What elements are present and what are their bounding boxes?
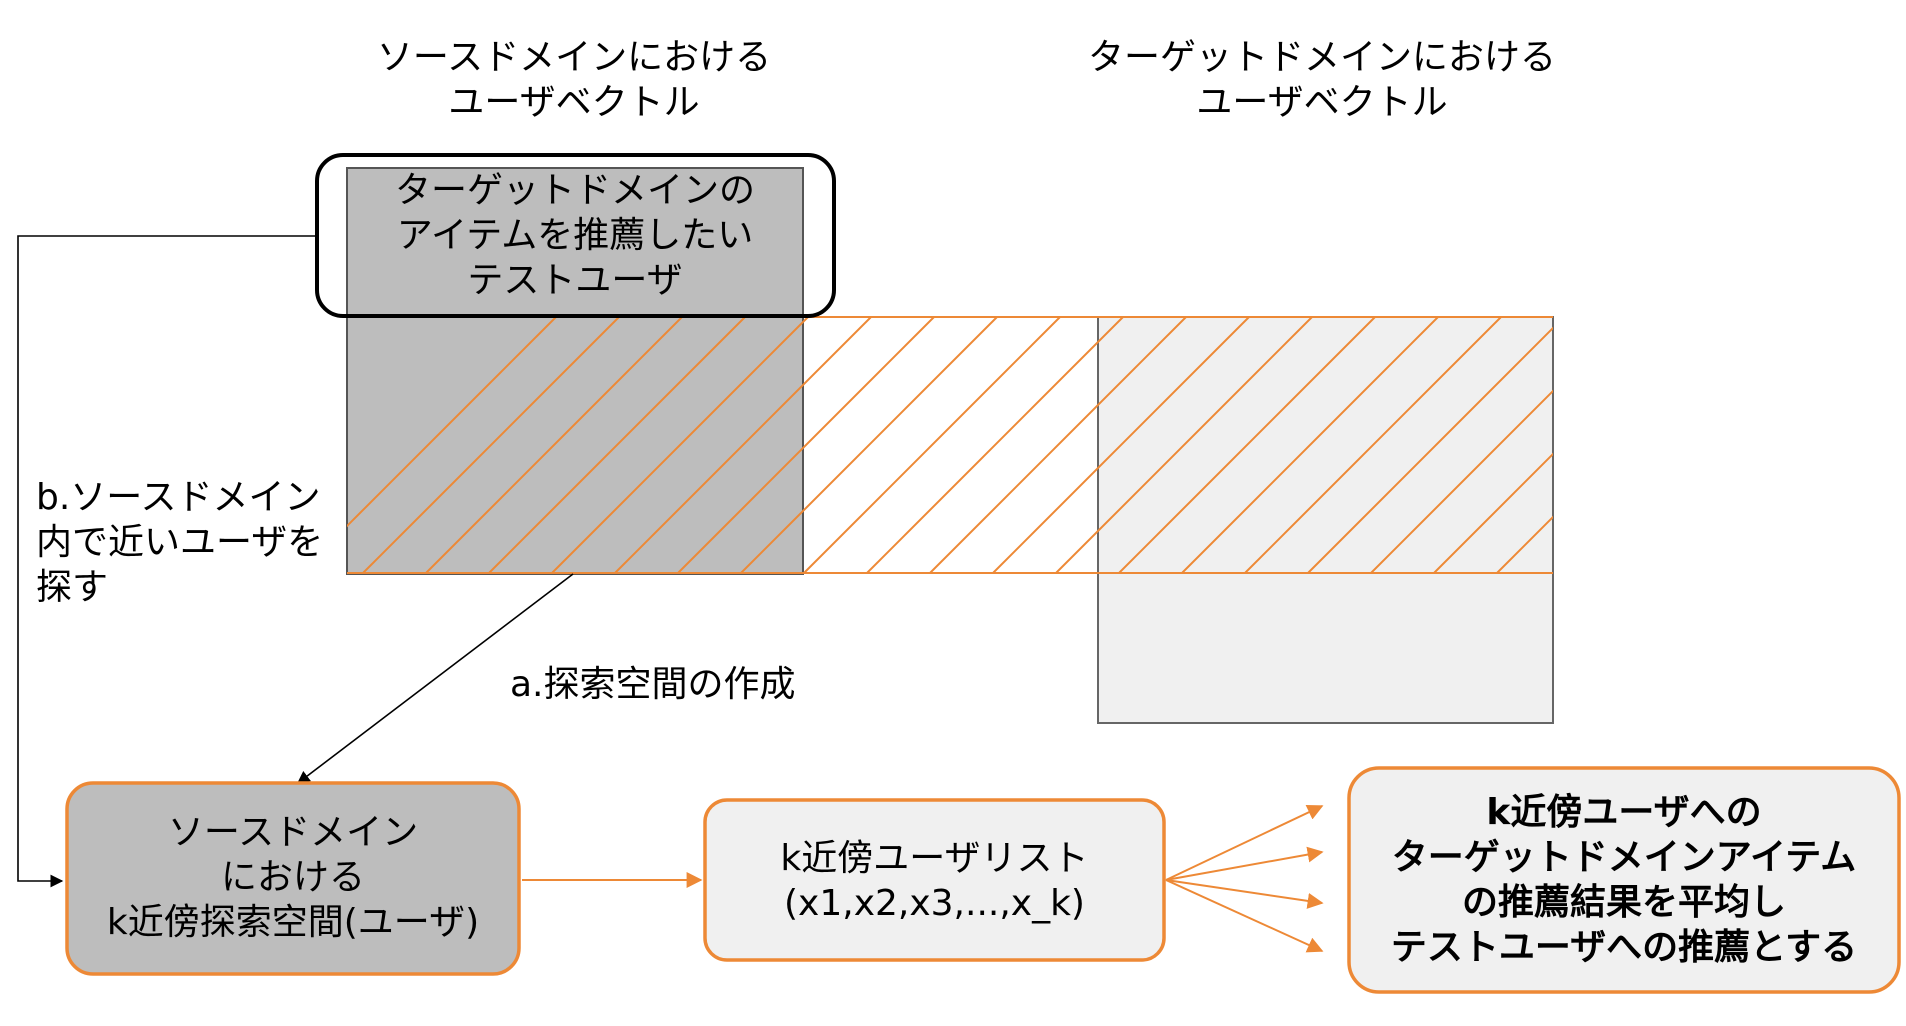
knn-list-label: k近傍ユーザリスト (x1,x2,x3,...,x_k) [705,836,1164,926]
knn-user-list-box [703,798,1166,962]
step-b-line-2: 内で近いユーザを [36,522,324,563]
result-box [1347,766,1901,994]
result-line-4: テストユーザへの推薦とする [1390,927,1858,968]
target-header-line-2: ユーザベクトル [1196,82,1448,123]
step-a-label: a.探索空間の作成 [510,664,796,705]
knn-space-line-3: k近傍探索空間(ユーザ) [106,902,480,943]
target-vector-header: ターゲットドメインにおける ユーザベクトル [1072,35,1572,125]
knn-space-line-1: ソースドメイン [167,812,419,853]
fanout-arrows [1165,804,1324,953]
hatch-line [551,317,809,573]
source-user-vector [346,167,804,575]
fanout-arrow-2 [1165,846,1324,881]
hatch-line [929,317,1187,573]
step-b-line-3: 探す [36,567,109,608]
hatch-line [740,317,998,573]
target-user-vector [1097,316,1554,724]
hatch-line [1433,452,1553,573]
result-line-3: の推薦結果を平均し [1461,882,1786,923]
hatch-line [1055,317,1313,573]
step-b-line-1: b.ソースドメイン [36,477,321,518]
hatch-line [1118,317,1376,573]
hatch-line [1244,317,1502,573]
hatch-band [347,317,1879,573]
step-a-arrow [296,573,574,784]
source-header-line-2: ユーザベクトル [448,82,700,123]
hatch-line [488,317,746,573]
result-line-1: k近傍ユーザへの [1486,792,1762,833]
hatch-line [1307,326,1553,573]
hatch-line [677,317,935,573]
hatch-line [362,317,620,573]
result-line-2: ターゲットドメインアイテム [1391,837,1857,878]
hatch-line [1560,317,1816,573]
knn-search-space-box [65,781,521,976]
source-vector-header: ソースドメインにおける ユーザベクトル [349,35,799,125]
test-user-line-2: アイテムを推薦したい [396,215,754,256]
fanout-arrow-4 [1165,879,1324,953]
test-user-line-3: テストユーザ [467,260,683,301]
hatch-line [1623,317,1879,573]
hatch-line [803,317,1061,573]
hatch-line [866,317,1124,573]
knn-space-label: ソースドメイン における k近傍探索空間(ユーザ) [67,810,519,945]
knn-list-line-1: k近傍ユーザリスト [780,838,1089,879]
hatch-line [992,317,1250,573]
knn-list-line-2: (x1,x2,x3,...,x_k) [784,883,1085,924]
hatch-line [614,317,872,573]
test-user-label: ターゲットドメインの アイテムを推薦したい テストユーザ [347,168,803,303]
test-user-line-1: ターゲットドメインの [394,170,755,211]
target-header-line-1: ターゲットドメインにおける [1087,37,1556,78]
hatch-line [1370,389,1553,573]
step-b-connector [17,235,317,888]
source-header-line-1: ソースドメインにおける [376,37,772,78]
fanout-arrow-1 [1165,804,1324,881]
step-b-label: b.ソースドメイン 内で近いユーザを 探す [36,475,323,610]
hatch-line [1496,515,1553,573]
hatch-line [425,317,683,573]
result-label: k近傍ユーザへの ターゲットドメインアイテム の推薦結果を平均し テストユーザへ… [1349,790,1899,970]
fanout-arrow-3 [1165,879,1324,909]
hatch-line [1181,317,1439,573]
knn-space-line-2: における [220,857,365,898]
hatch-line [347,317,557,528]
